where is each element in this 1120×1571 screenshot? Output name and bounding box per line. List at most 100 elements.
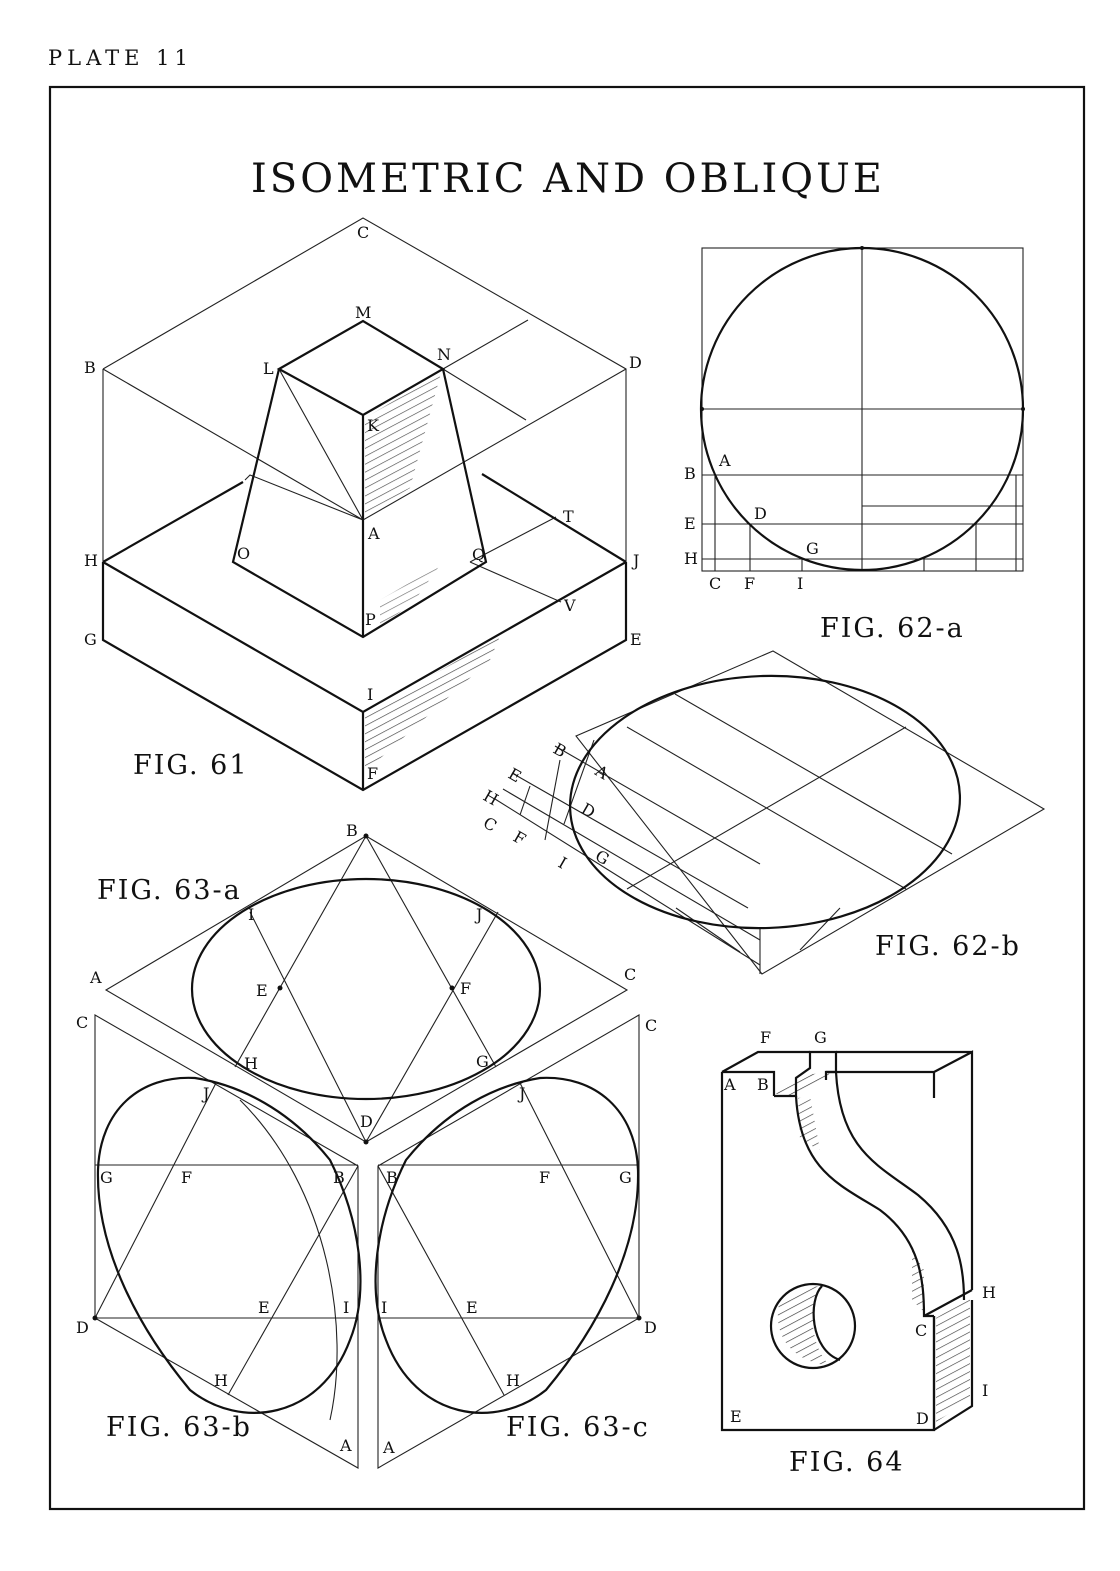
fig61-label-o: O: [237, 544, 250, 563]
fig-63a: B I J A C E F H G D FIG. 63-a: [89, 821, 636, 1145]
fig62b-caption: FIG. 62-b: [875, 931, 1021, 962]
fig62b-label-h: H: [480, 786, 502, 809]
fig62b-ellipse: [568, 674, 962, 930]
fig61-label-b: B: [84, 358, 96, 377]
fig62b-label-a: A: [591, 761, 612, 784]
fig62a-label-c: C: [709, 574, 721, 593]
fig63a-label-a: A: [89, 968, 102, 987]
fig62b-label-i: I: [555, 853, 570, 873]
fig63a-construction: [234, 835, 499, 1143]
fig64-hatch-curve: [798, 1096, 820, 1150]
fig63c-point-d: [636, 1315, 642, 1321]
fig62a-label-b: B: [684, 464, 696, 483]
fig63b-arc-large: [239, 1099, 338, 1421]
fig61-label-n: N: [437, 345, 451, 364]
fig64-caption: FIG. 64: [789, 1447, 905, 1478]
fig62a-point-top: [860, 246, 864, 250]
fig63b-label-a: A: [339, 1436, 352, 1455]
fig61-label-g: G: [84, 630, 97, 649]
fig62b-label-d: D: [578, 799, 599, 822]
fig63b-caption: FIG. 63-b: [106, 1412, 252, 1443]
fig63b-label-f: F: [181, 1168, 192, 1187]
fig62b-construction: [494, 739, 841, 974]
fig64-hatch-lower: [912, 1250, 924, 1312]
fig61-label-q: Q: [472, 545, 485, 564]
fig64-hatch-notch: [776, 1072, 830, 1096]
fig61-base-top-back: [481, 473, 627, 563]
fig62b-axes: [626, 693, 953, 890]
fig-62b: B A E H D C F G I FIG. 62-b: [480, 650, 1046, 975]
fig64-hole: [769, 1282, 857, 1370]
fig63a-label-j: J: [474, 905, 482, 924]
fig63a-caption: FIG. 63-a: [97, 875, 242, 906]
fig61-label-e: E: [630, 630, 642, 649]
fig63c-label-a: A: [382, 1438, 395, 1457]
fig62a-label-g: G: [806, 539, 819, 558]
fig63b-label-h: H: [214, 1371, 228, 1390]
fig63a-ellipse: [190, 877, 542, 1101]
fig62a-label-h: H: [684, 549, 698, 568]
fig62a-grid-lines: [702, 474, 1023, 571]
fig61-label-c: C: [357, 223, 369, 242]
fig61-hatch-base: [365, 636, 500, 772]
fig61-caption: FIG. 61: [133, 750, 249, 781]
fig63a-point-e: [277, 985, 283, 991]
fig64-label-b: B: [757, 1075, 769, 1094]
fig63a-label-b: B: [346, 821, 358, 840]
fig62b-label-f: F: [510, 827, 529, 849]
plate-title: ISOMETRIC AND OBLIQUE: [251, 156, 885, 202]
fig63a-label-i: I: [248, 905, 254, 924]
fig62b-label-g: G: [592, 846, 613, 869]
fig63c-label-g: G: [619, 1168, 632, 1187]
fig64-block-outline: [720, 1050, 974, 1432]
plate-label: PLATE 11: [48, 46, 193, 70]
fig-63c: C J B F G I E D H A FIG. 63-c: [374, 1014, 657, 1469]
fig63b-rhombus: [94, 1014, 359, 1469]
fig63b-ellipse: [96, 1076, 362, 1414]
fig63a-label-d: D: [360, 1112, 373, 1131]
plate-border: [48, 85, 1086, 1511]
fig64-label-a: A: [723, 1075, 736, 1094]
fig63b-label-c: C: [76, 1013, 88, 1032]
fig61-label-p: P: [365, 610, 376, 629]
fig64-label-e: E: [730, 1407, 742, 1426]
fig62a-label-f: F: [744, 574, 755, 593]
fig62a-point-left: [700, 407, 704, 411]
fig-63b: C J G F B D E I H A FIG. 63-b: [76, 1013, 362, 1469]
fig61-label-a: A: [367, 524, 380, 543]
fig62a-label-d: D: [754, 504, 767, 523]
fig-61: C M B L N D K A T H O Q J V P G E I F FI…: [84, 217, 642, 792]
fig62a-caption: FIG. 62-a: [820, 613, 965, 644]
fig64-label-i: I: [982, 1381, 988, 1400]
fig61-label-d: D: [629, 353, 642, 372]
fig63b-construction: [94, 1082, 359, 1396]
fig62a-point-right: [1021, 407, 1025, 411]
fig61-label-j: J: [631, 551, 639, 570]
fig62a-center-lines: [702, 248, 1023, 571]
fig63a-label-e: E: [256, 981, 268, 1000]
fig63c-label-f: F: [539, 1168, 550, 1187]
fig62a-label-e: E: [684, 514, 696, 533]
fig63b-label-g: G: [100, 1168, 113, 1187]
fig61-label-k: K: [367, 416, 380, 435]
fig63b-label-b: B: [333, 1168, 345, 1187]
fig61-label-h: H: [84, 551, 98, 570]
fig63b-label-i: I: [343, 1298, 349, 1317]
fig63c-label-j: J: [517, 1084, 525, 1103]
fig61-hatch-lower: [380, 565, 440, 628]
fig64-hatch-step: [936, 1298, 970, 1422]
fig61-construction-lines: [102, 217, 627, 637]
fig63a-label-h: H: [244, 1054, 258, 1073]
fig63c-label-e: E: [466, 1298, 478, 1317]
fig61-hatch-face: [365, 373, 441, 516]
fig62a-label-i: I: [797, 574, 803, 593]
fig63b-label-j: J: [201, 1084, 209, 1103]
fig61-base-block: [101, 481, 628, 792]
fig62b-label-e: E: [505, 764, 525, 786]
fig64-label-d: D: [916, 1409, 929, 1428]
fig61-label-m: M: [355, 303, 371, 322]
fig64-label-g: G: [814, 1028, 827, 1047]
fig64-hole-hatch: [777, 1286, 830, 1366]
fig61-frustum: [231, 319, 488, 639]
fig64-label-h: H: [982, 1283, 996, 1302]
